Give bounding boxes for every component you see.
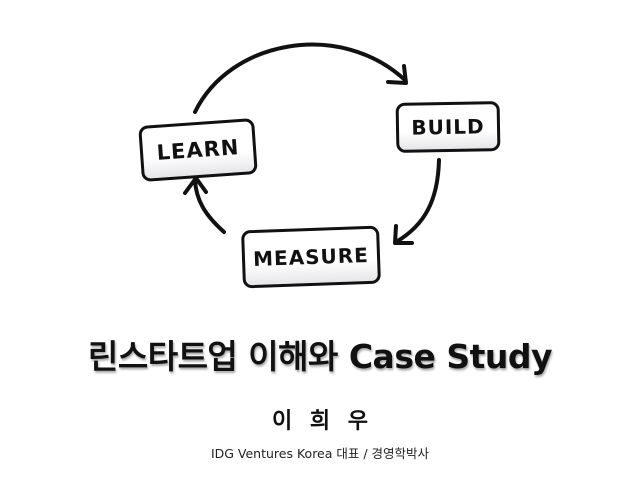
measure-label: MEASURE: [252, 242, 370, 272]
arrowhead-build: [386, 64, 408, 85]
author-name: 이 희 우: [271, 409, 369, 434]
arrowhead-measure: [393, 224, 414, 245]
build-box: BUILD: [395, 101, 501, 153]
build-measure-learn-diagram: LEARN BUILD MEASURE: [138, 42, 501, 289]
slide-title: 린스타트업 이해와 Case Study: [87, 337, 553, 376]
build-label: BUILD: [411, 114, 485, 140]
measure-box: MEASURE: [241, 225, 381, 289]
author-affiliation: IDG Ventures Korea 대표 / 경영학박사: [210, 446, 430, 461]
arrow-measure-to-learn: [193, 178, 226, 234]
arrow-learn-to-build: [193, 42, 407, 114]
arrow-build-to-measure: [394, 158, 441, 244]
learn-box: LEARN: [138, 118, 258, 182]
learn-label: LEARN: [155, 135, 241, 165]
